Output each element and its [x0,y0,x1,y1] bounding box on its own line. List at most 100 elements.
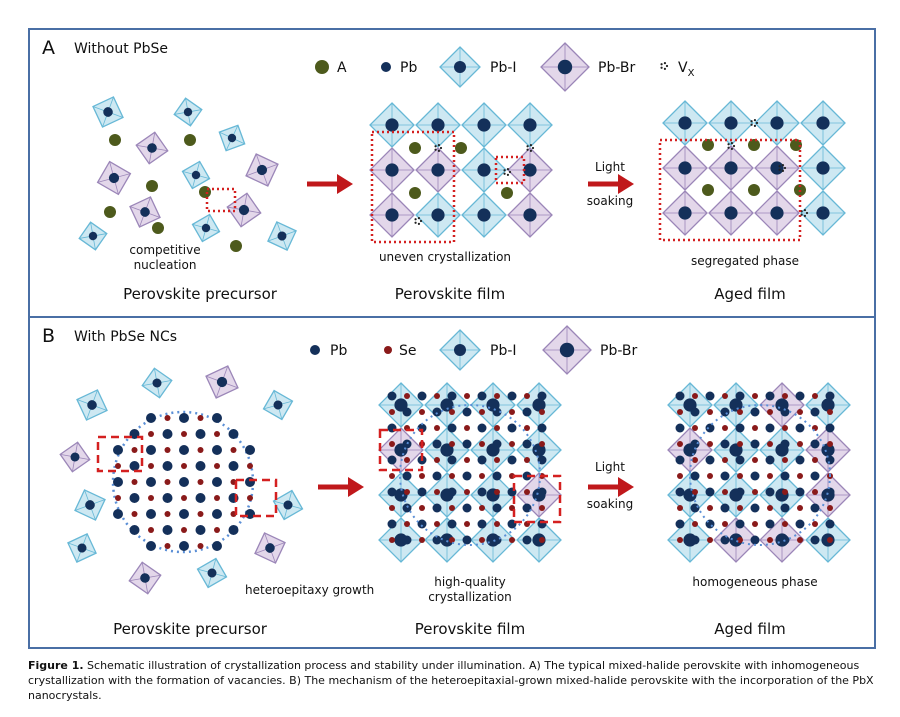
pb-atom [195,429,206,439]
se-atom [767,505,773,511]
film-b-octahedron [378,517,424,563]
precursor-b-octahedron [254,532,286,564]
se-atom [197,447,204,453]
se-atom [812,393,818,399]
vacancy-dot [753,124,757,127]
pb-atom [417,487,427,497]
se-atom [707,441,713,447]
pb-atom [537,391,547,401]
vacancy-dot [730,147,734,150]
pb-atom [477,163,491,177]
aged-a-octahedron [708,145,754,191]
pb-atom [750,471,760,481]
pb-atom [179,445,189,455]
crystallization-note: crystallization [428,590,512,604]
pb-atom [179,413,189,423]
pb-atom [179,509,189,519]
se-atom [214,463,220,469]
se-atom [449,505,455,511]
pb-atom [522,503,532,513]
se-atom [827,537,833,543]
pb-atom [559,342,575,358]
film-b-octahedron [516,427,562,473]
pb-atom [720,535,730,545]
panel-b-soaking-label: soaking [586,497,634,511]
uneven-note: uneven crystallization [378,250,512,264]
pb-atom [678,206,692,220]
vacancy-dot [665,64,669,68]
aged-a-octahedron [662,100,708,146]
pb-atom [431,118,445,132]
pb-atom [825,487,835,497]
pb-atom [750,503,760,513]
se-atom [707,409,713,415]
legend-b-pbbr-label: Pb-Br [600,343,638,359]
uneven-region-highlight [370,130,456,244]
pb-atom [385,118,399,132]
se-atom [782,457,788,463]
vacancy-dot [732,144,736,148]
film-a-octahedron [369,147,415,193]
se-atom [767,473,773,479]
pb-atom [780,471,790,481]
se-atom [389,441,395,447]
arrow-b2-head [618,477,634,497]
pb-atom [394,398,408,412]
nc-interface-highlight-right [234,478,278,518]
pb-atom [462,503,472,513]
pb-atom [795,455,805,465]
se-atom [434,521,440,527]
arrow-a1-head [337,174,353,194]
pb-atom [402,407,412,417]
se-atom [737,473,743,479]
se-atom [494,425,500,431]
a-cation [409,187,421,199]
vacancy-dot [750,123,753,126]
se-atom [404,457,410,463]
legend-pb-swatch [381,62,391,72]
precursor-b-octahedron [59,441,91,473]
pb-atom [557,59,573,75]
se-atom [164,447,171,453]
panel-a-precursor-label: Perovskite precursor [123,285,277,303]
film-b-octahedron [378,382,424,428]
pb-atom [675,391,685,401]
se-atom [524,489,530,495]
pb-atom [507,455,517,465]
pb-atom [690,535,700,545]
se-atom [419,409,425,415]
pb-atom [447,487,457,497]
pb-atom [432,439,442,449]
vacancy-highlight [494,155,526,185]
pb-atom [735,487,745,497]
se-atom [812,457,818,463]
se-atom [812,489,818,495]
pb-atom [735,519,745,529]
panel-a-aged-label: Aged film [714,285,786,303]
pb-atom [821,398,835,412]
a-cation [152,222,164,234]
se-atom [464,521,470,527]
pb-atom [522,407,532,417]
legend-b-pb-label: Pb [330,343,348,359]
se-atom [181,527,187,533]
pb-atom [179,477,189,487]
high-quality-note: high-quality [434,575,506,589]
pb-atom [277,231,287,241]
vacancy-dot [434,145,437,148]
se-atom [494,521,500,527]
se-atom [797,409,803,415]
legend-pbbr-label: Pb-Br [598,60,636,76]
se-atom [677,537,683,543]
pb-atom [195,525,206,535]
se-atom [464,425,470,431]
a-cation [748,139,760,151]
arrow-a2-head [618,174,634,194]
pb-atom [507,391,517,401]
se-atom [247,463,253,469]
vacancy-dot [526,145,529,148]
se-atom [197,415,204,421]
pb-atom [431,208,445,222]
pb-atom [729,398,743,412]
se-atom [752,521,758,527]
